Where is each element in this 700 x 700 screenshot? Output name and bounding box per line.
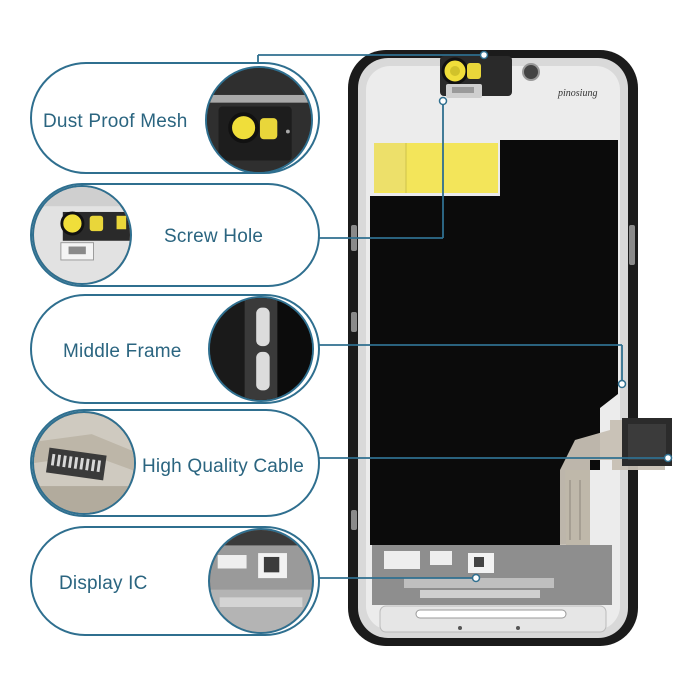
label-screw-hole: Screw Hole: [164, 226, 264, 247]
label-high-quality-cable: High Quality Cable: [142, 456, 305, 477]
earpiece-hole: [522, 63, 540, 81]
label-middle-frame: Middle Frame: [63, 341, 182, 362]
zoom-display-ic: [208, 528, 314, 634]
zoom-dust-proof-mesh: [205, 66, 313, 174]
zoom-screw-hole: [32, 185, 132, 285]
label-display-ic: Display IC: [59, 573, 148, 594]
zoom-middle-frame: [208, 296, 314, 402]
lcd-back-panel: [370, 140, 618, 545]
callout-lines: [257, 54, 668, 579]
brand-text: pinosiung: [557, 88, 597, 99]
zoom-high-quality-cable: [32, 411, 136, 515]
label-dust-proof-mesh: Dust Proof Mesh: [43, 111, 188, 132]
